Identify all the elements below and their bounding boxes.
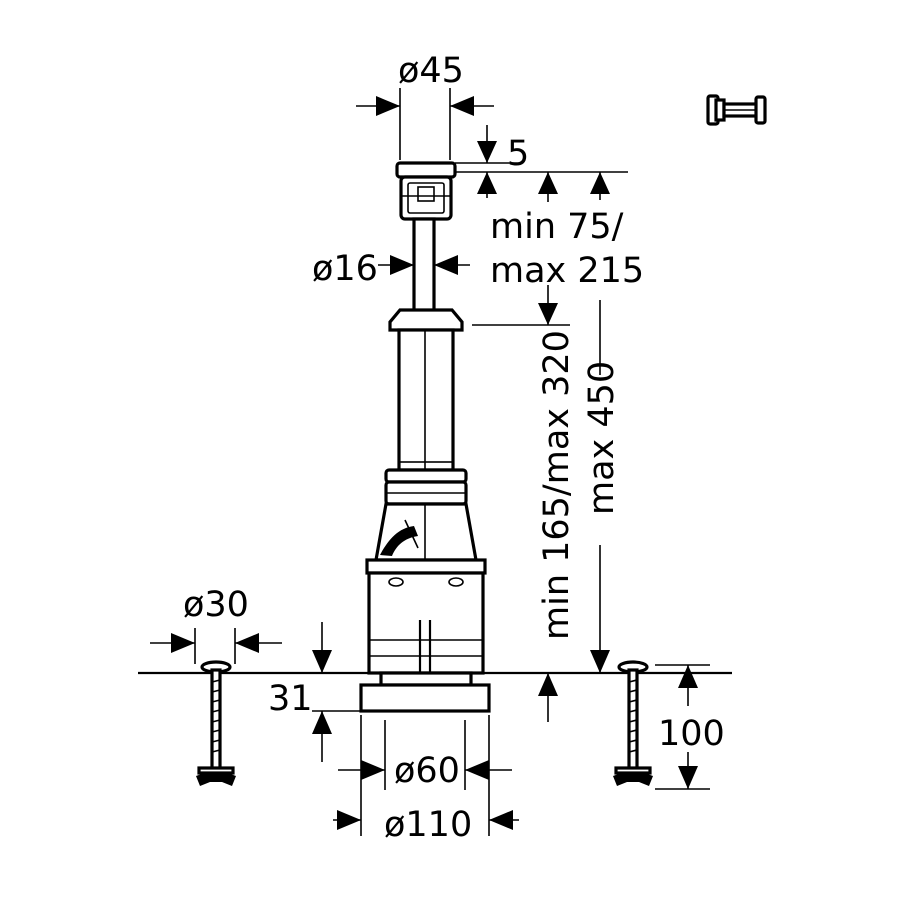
- collar-rings: [384, 468, 468, 506]
- label-base-offset: 31: [268, 679, 313, 719]
- label-base-outer-diameter: ø110: [384, 805, 472, 845]
- label-min-165-max-320: min 165/max 320: [537, 330, 577, 640]
- dimension-top-offset: [455, 125, 628, 198]
- rod: [412, 217, 436, 313]
- label-top-offset: 5: [507, 134, 529, 174]
- valve-body: [365, 558, 487, 675]
- upper-tube: [388, 308, 464, 472]
- dimension-max-450: [590, 172, 610, 673]
- dimension-rod-diameter: [378, 255, 470, 275]
- mounting-bolt-left: [196, 660, 236, 786]
- dimension-adjust-range: [472, 172, 570, 326]
- label-max-450: max 450: [582, 361, 622, 515]
- label-bolt-length: 100: [658, 714, 725, 754]
- label-bolt-diameter: ø30: [183, 585, 249, 625]
- bolt-icon: [706, 94, 767, 126]
- label-base-inner-diameter: ø60: [394, 751, 460, 791]
- mounting-bolt-right: [613, 660, 653, 786]
- base-flange: [359, 671, 491, 713]
- dimension-base-offset: [312, 622, 362, 762]
- label-range-line2: max 215: [490, 251, 644, 291]
- dimension-top-diameter: [356, 88, 494, 160]
- push-button-cap: [395, 161, 457, 221]
- dimension-base-outer-diameter: [333, 715, 519, 836]
- label-top-diameter: ø45: [398, 51, 464, 91]
- float-housing: [374, 502, 478, 562]
- label-range-line1: min 75/: [490, 207, 624, 247]
- dimension-bolt-length: [655, 664, 710, 790]
- dimension-bolt-diameter: [150, 628, 282, 664]
- label-rod-diameter: ø16: [312, 249, 378, 289]
- dimension-min-165-max-320: [538, 673, 558, 722]
